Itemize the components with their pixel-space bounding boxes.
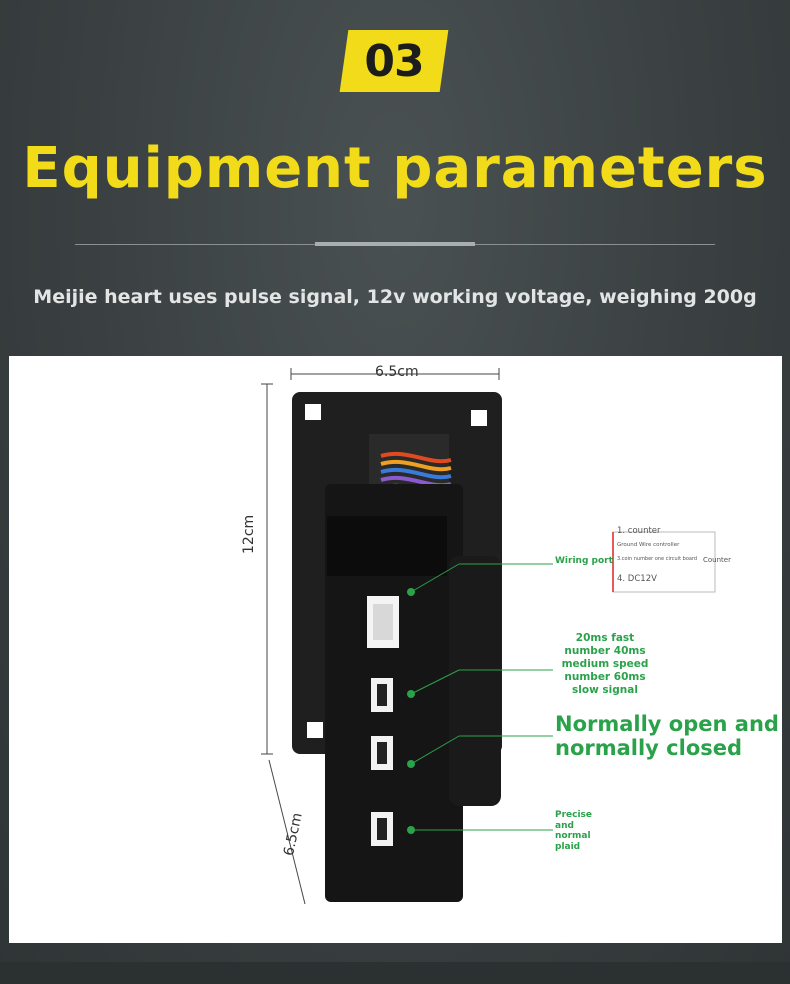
signal-line-3: medium speed <box>561 658 649 670</box>
coin-acceptor-image <box>261 368 716 905</box>
acceptor-body <box>325 484 463 902</box>
callout-markers <box>407 563 553 834</box>
precise-line-2: and <box>555 820 574 831</box>
precise-line-1: Precise <box>555 810 593 820</box>
page-subtitle: Meijie heart uses pulse signal, 12v work… <box>33 286 757 308</box>
precise-line-4: plaid <box>555 841 581 852</box>
signal-line-4: number 60ms <box>564 671 646 683</box>
product-image-panel: 6.5cm 12cm 6.5cm 1. counter Ground Wire … <box>9 356 782 943</box>
wiring-line-4: 4. DC12V <box>617 574 657 584</box>
normal-mode-label: Normally open and normally closed <box>555 712 779 760</box>
wiring-port-label: Wiring port <box>555 556 613 566</box>
precise-line-3: normal <box>555 831 591 841</box>
dimension-lines <box>261 368 500 905</box>
precise-label: Precise and normal plaid <box>555 810 592 852</box>
signal-speed-label: 20ms fast number 40ms medium speed numbe… <box>555 632 655 697</box>
normal-mode-line-2: normally closed <box>555 736 743 760</box>
wiring-line-1: 1. counter <box>617 526 661 536</box>
signal-line-1: 20ms fast <box>575 632 635 644</box>
wiring-line-3: 3.coin number one circuit board <box>617 556 698 562</box>
width-dimension: 6.5cm <box>375 364 419 380</box>
page-title: Equipment parameters <box>22 136 768 201</box>
signal-line-5: slow signal <box>572 684 638 696</box>
signal-line-2: number 40ms <box>564 645 646 657</box>
divider-accent <box>315 242 475 246</box>
section-number-badge: 03 <box>364 35 424 87</box>
wiring-diagram-box <box>612 531 716 593</box>
wiring-line-2: Ground Wire controller <box>617 542 680 548</box>
wiring-side-label: Counter <box>703 556 731 564</box>
normal-mode-line-1: Normally open and <box>555 712 779 736</box>
bottom-strip <box>0 962 790 984</box>
wiring-diagram-labels: 1. counter Ground Wire controller 3.coin… <box>617 526 697 584</box>
height-dimension: 12cm <box>241 514 257 554</box>
